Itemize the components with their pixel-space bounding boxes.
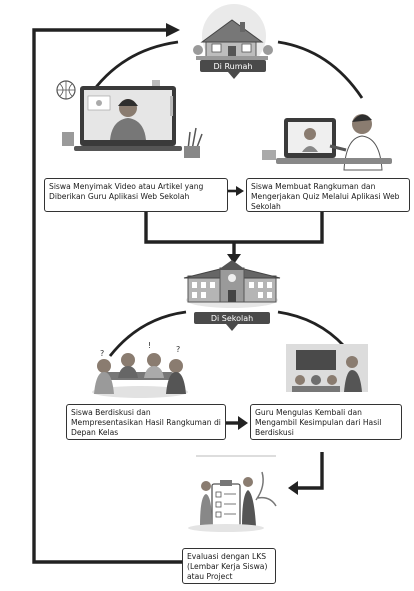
svg-text:?: ?	[100, 349, 104, 358]
step-evaluation: Evaluasi dengan LKS (Lembar Kerja Siswa)…	[182, 548, 276, 584]
home-label: Di Rumah	[200, 61, 266, 72]
top-right-arrowhead	[236, 186, 244, 196]
school-arc	[108, 310, 346, 357]
school-building-icon	[183, 260, 281, 308]
loop-back-arrow	[32, 28, 182, 564]
evaluation-illustration	[188, 455, 277, 532]
middle-arrowhead	[238, 416, 248, 430]
loop-back-arrowhead	[166, 23, 180, 37]
step-teacher-review: Guru Mengulas Kembali dan Mengambil Kesi…	[250, 404, 402, 440]
step-make-summary: Siswa Membuat Rangkuman dan Mengerjakan …	[246, 178, 410, 212]
down-left-connector	[296, 452, 324, 490]
step-watch-video: Siswa Menyimak Video atau Artikel yang D…	[44, 178, 228, 212]
svg-text:?: ?	[176, 345, 180, 354]
down-left-arrowhead	[288, 481, 298, 495]
merge-connector	[144, 212, 324, 244]
merge-down-arrowhead	[227, 254, 241, 264]
step-discuss: Siswa Berdiskusi dan Mempresentasikan Ha…	[66, 404, 226, 440]
svg-text:!: !	[148, 341, 151, 350]
video-lesson-illustration	[56, 80, 203, 158]
classroom-illustration	[286, 344, 368, 392]
house-icon	[193, 4, 273, 68]
discussion-illustration: ? ! ?	[92, 341, 188, 398]
school-label: Di Sekolah	[194, 313, 270, 324]
quiz-illustration	[262, 114, 392, 171]
